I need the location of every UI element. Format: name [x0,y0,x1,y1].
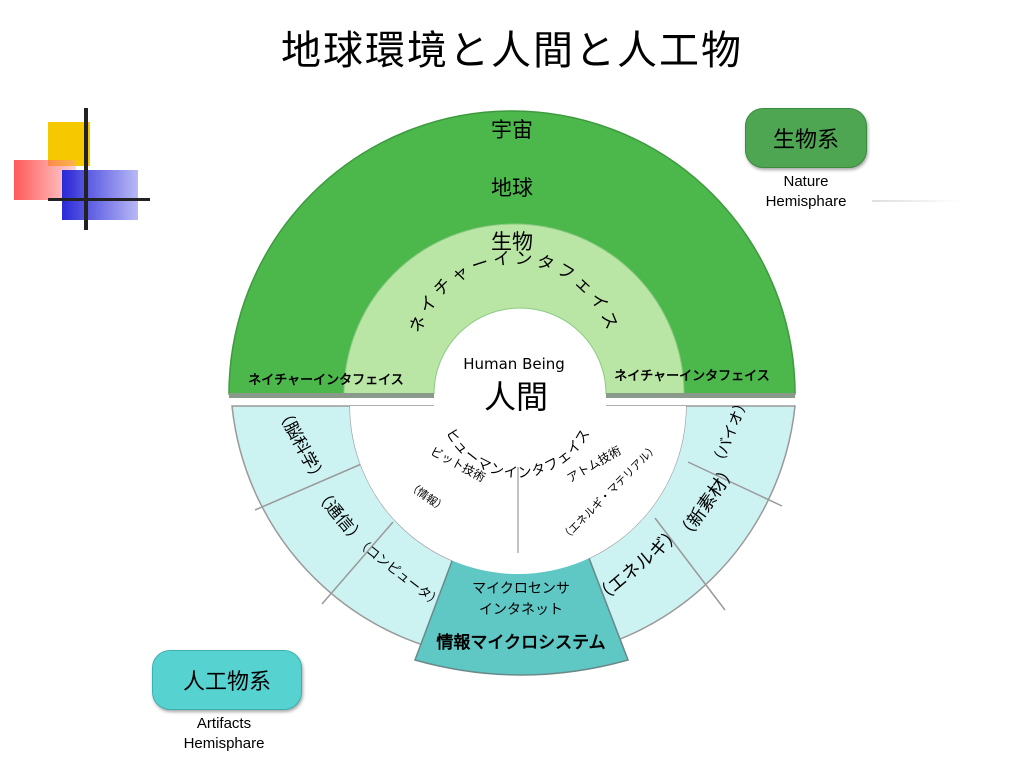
nature-hemisphere-label: 生物系 [772,128,839,153]
artifacts-hemisphere-box: 人工物系 [152,650,302,710]
nature-hemisphere-box: 生物系 [745,108,867,168]
nature-caption-line1: Nature [783,173,829,190]
decorative-logo [10,108,160,233]
nature-caption-line2: Hemisphare [765,193,847,210]
label-space: 宇宙 [491,118,533,142]
slide-title: 地球環境と人間と人工物 [281,28,743,74]
artifacts-caption-line2: Hemisphare [183,735,265,752]
logo-blue-square [62,170,138,220]
artifacts-caption-line1: Artifacts [196,715,252,732]
artifacts-hemisphere-label: 人工物系 [182,670,271,695]
center-white-disc [350,308,686,574]
human-being-label: 人間 [484,378,548,416]
label-life: 生物 [491,230,533,254]
logo-yellow-square [48,122,90,166]
internet-label: インタネット [479,602,563,618]
nature-hemisphere-caption: Nature Hemisphare [756,172,856,212]
nature-interface-left: ネイチャーインタフェイス [248,373,403,388]
artifacts-hemisphere-caption: Artifacts Hemisphare [174,714,274,754]
label-earth: 地球 [491,176,533,200]
logo-vertical-line [84,108,88,230]
nature-interface-right: ネイチャーインタフェイス [614,369,769,384]
human-being-english: Human Being [463,355,565,373]
logo-horizontal-line [48,198,150,201]
center-circle-outline [433,307,607,395]
hemisphere-separator-right [606,393,795,398]
info-micro-system-title: 情報マイクロシステム [436,632,605,653]
hemisphere-separator-left [229,393,434,398]
micro-sensor-label: マイクロセンサ [472,581,570,597]
decorative-faint-line [872,200,962,202]
